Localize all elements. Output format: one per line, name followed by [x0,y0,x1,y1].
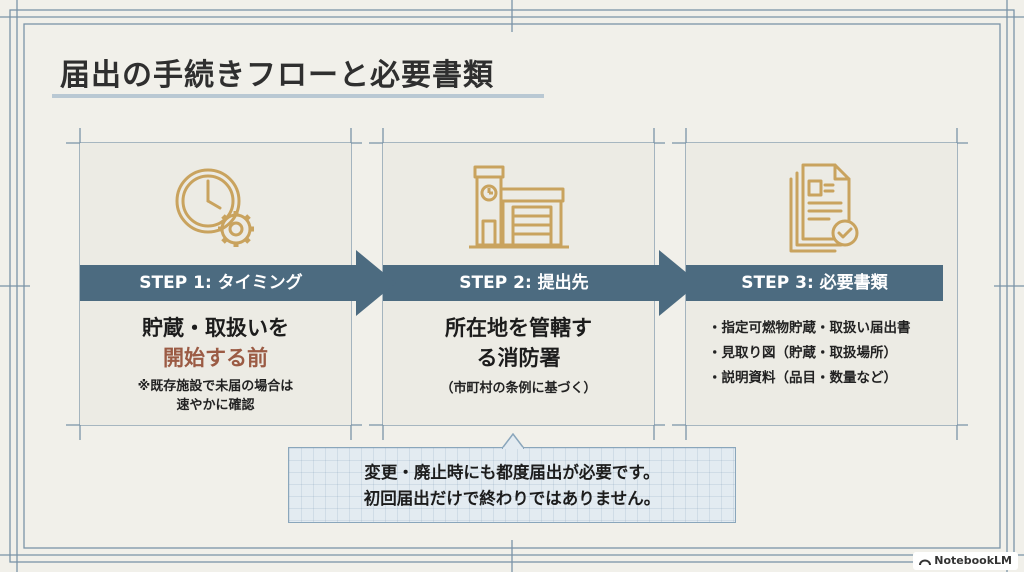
fire-station-icon [468,165,569,249]
step-1-note-line2: 速やかに確認 [176,398,255,413]
reminder-callout: 変更・廃止時にも都度届出が必要です。 初回届出だけで終わりではありません。 [288,447,736,523]
title-underline [52,94,544,98]
step-1-note-line1: ※既存施設で未届の場合は [137,379,294,394]
step-1-main-line1: 貯蔵・取扱いを [142,316,289,340]
step-3-bar: STEP 3: 必要書類 [686,265,943,301]
document-item: 指定可燃物貯蔵・取扱い届出書 [708,316,911,341]
notebooklm-badge: NotebookLM [913,552,1018,570]
step-1-main-text: 貯蔵・取扱いを 開始する前 [80,313,351,373]
step-2-note: （市町村の条例に基づく） [440,381,597,396]
document-item: 説明資料（品目・数量など） [708,366,911,391]
callout-line1: 変更・廃止時にも都度届出が必要です。 [364,463,660,482]
step-2-arrow-icon [659,250,699,316]
required-documents-list: 指定可燃物貯蔵・取扱い届出書 見取り図（貯蔵・取扱場所） 説明資料（品目・数量な… [708,316,911,391]
step-2-main-line2: る消防署 [476,346,561,370]
step-2-bar: STEP 2: 提出先 [383,265,665,301]
notebooklm-logo-icon [919,559,932,566]
callout-text: 変更・廃止時にも都度届出が必要です。 初回届出だけで終わりではありません。 [289,460,735,512]
callout-pointer [502,433,524,449]
step-1-bar: STEP 1: タイミング [80,265,362,301]
clock-gear-icon [175,168,254,247]
document-item: 見取り図（貯蔵・取扱場所） [708,341,911,366]
step-2-main-text: 所在地を管轄す る消防署 [383,313,654,373]
title-block: 届出の手続きフローと必要書類 [52,46,544,98]
step-1-main-line2: 開始する前 [163,346,268,370]
callout-line2: 初回届出だけで終わりではありません。 [363,489,661,508]
badge-label: NotebookLM [934,554,1012,567]
documents-check-icon [789,163,858,253]
step-1-note: ※既存施設で未届の場合は 速やかに確認 [80,377,351,415]
step-2-main-line1: 所在地を管轄す [445,316,592,340]
page-title: 届出の手続きフローと必要書類 [60,58,494,93]
step-1-arrow-icon [356,250,396,316]
